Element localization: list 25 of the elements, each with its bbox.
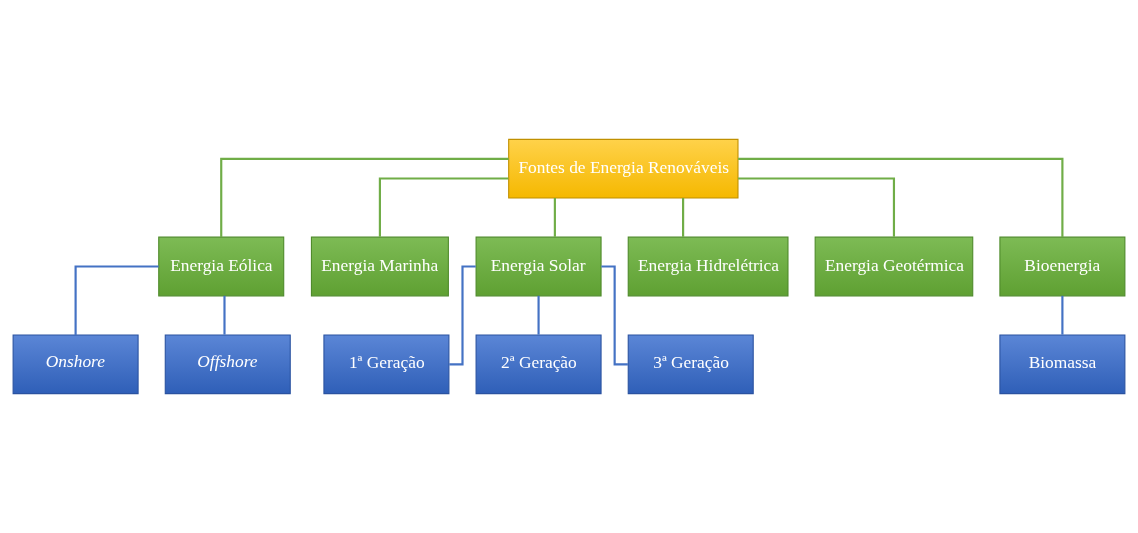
node-box: 3ª Geração [627,334,754,395]
node-box: Fontes de Energia Renováveis [508,138,739,199]
node-box: Energia Solar [475,236,602,297]
node-box: 1ª Geração [323,334,450,395]
connector [682,198,685,237]
connector [449,265,476,366]
connector [553,198,556,237]
connector [1061,295,1064,335]
node-box: 2ª Geração [475,334,602,395]
connector [738,177,896,237]
node-box: Offshore [164,334,291,395]
connector [601,265,628,366]
node-box: Energia Eólica [158,236,285,297]
node-box: Bioenergia [999,236,1126,297]
connector [220,157,509,238]
connector [74,265,159,335]
connector [537,295,540,335]
node-box: Energia Marinha [310,236,449,297]
node-box: Biomassa [999,334,1126,395]
connector [378,177,509,237]
node-box: Onshore [12,334,139,395]
node-box: Energia Hidrelétrica [627,236,789,297]
connector [738,157,1064,238]
node-box: Energia Geotérmica [814,236,974,297]
connector [223,295,226,335]
